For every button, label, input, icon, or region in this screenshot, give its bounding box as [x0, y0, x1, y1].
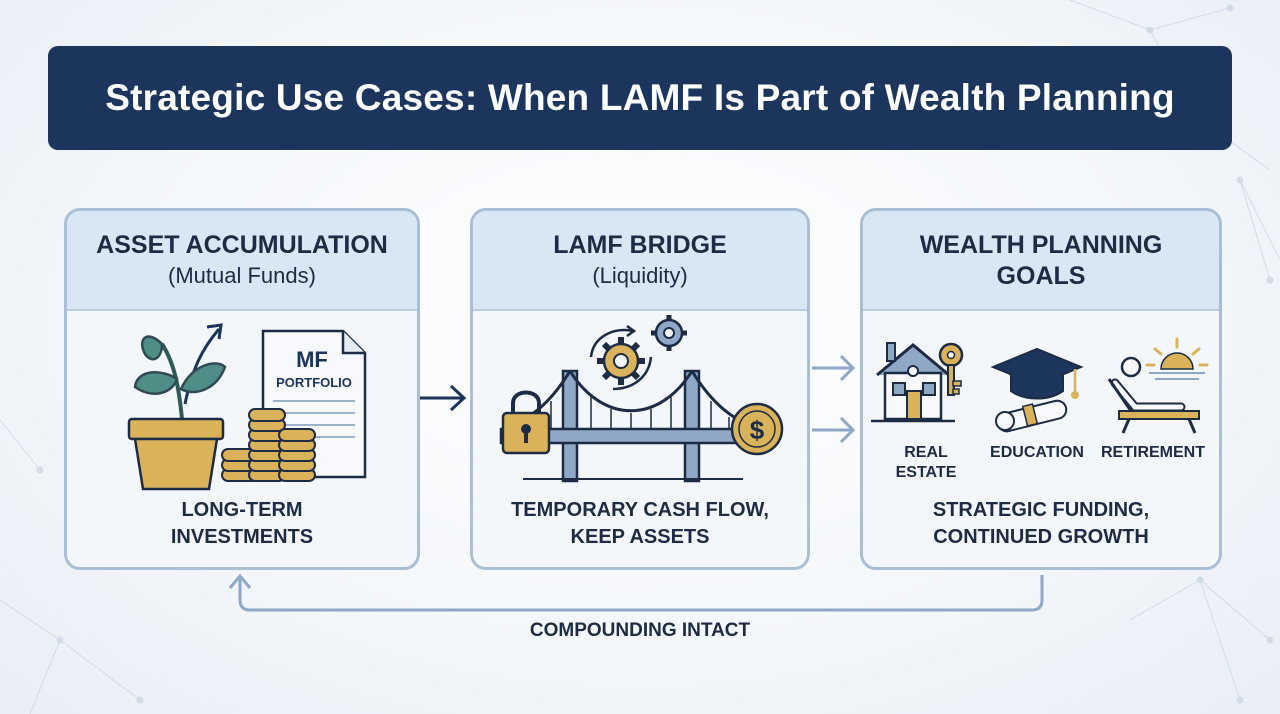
page-title: Strategic Use Cases: When LAMF Is Part o… [105, 77, 1175, 118]
panel-heading-title: WEALTH PLANNING [919, 231, 1163, 259]
panel-footer: STRATEGIC FUNDING, CONTINUED GROWTH [863, 497, 1219, 551]
panel-illustration: MF PORTFOLIO [67, 309, 417, 499]
panel-heading: LAMF BRIDGE (Liquidity) [473, 211, 807, 311]
coin-stack-icon [221, 408, 316, 482]
panel-heading-title: LAMF BRIDGE [553, 231, 727, 259]
panel-heading-subtitle: (Mutual Funds) [168, 263, 316, 288]
house-icon [871, 342, 955, 423]
bridge-icon [499, 369, 765, 483]
panel-illustration: REAL ESTATE EDUCATION RETIREMENT [863, 309, 1219, 499]
coin-symbol: $ [750, 415, 765, 445]
panel-footer: LONG-TERM INVESTMENTS [67, 497, 417, 551]
panel-heading-subtitle: (Liquidity) [592, 263, 688, 288]
goal-label-line1: EDUCATION [990, 444, 1084, 461]
panel-footer-line2: INVESTMENTS [170, 526, 314, 548]
graduation-cap-icon [990, 347, 1084, 400]
panel-heading-subtitle: GOALS [996, 262, 1086, 290]
key-icon [938, 342, 964, 396]
sun-icon [1145, 337, 1209, 380]
goal-label-real-estate: REAL ESTATE [871, 443, 981, 483]
lamf-bridge-panel: LAMF BRIDGE (Liquidity) [470, 208, 810, 570]
goal-label-line2: ESTATE [895, 464, 957, 481]
compounding-label: COMPOUNDING INTACT [529, 620, 751, 641]
plant-pot-icon [127, 335, 227, 491]
panel-heading: WEALTH PLANNING GOALS [863, 211, 1219, 311]
gear-icon [589, 315, 687, 391]
goal-label-line1: RETIREMENT [1101, 444, 1205, 461]
asset-accumulation-panel: ASSET ACCUMULATION (Mutual Funds) [64, 208, 420, 570]
title-banner: Strategic Use Cases: When LAMF Is Part o… [48, 46, 1232, 150]
panel-footer-line1: TEMPORARY CASH FLOW, [511, 499, 769, 521]
wealth-planning-goals-panel: WEALTH PLANNING GOALS [860, 208, 1222, 570]
document-subtitle-text: PORTFOLIO [276, 375, 352, 390]
goal-label-retirement: RETIREMENT [1095, 443, 1211, 463]
panel-heading: ASSET ACCUMULATION (Mutual Funds) [67, 211, 417, 311]
document-title-text: MF [296, 347, 328, 372]
growth-arrow-icon [183, 323, 223, 405]
panel-footer-line2: CONTINUED GROWTH [933, 526, 1149, 548]
goal-label-line1: REAL [904, 444, 948, 461]
panel-footer-line1: STRATEGIC FUNDING, [932, 499, 1150, 521]
panel-footer: TEMPORARY CASH FLOW, KEEP ASSETS [473, 497, 807, 551]
goal-label-education: EDUCATION [981, 443, 1093, 463]
panel-footer-line1: LONG-TERM [181, 499, 303, 521]
panel-illustration: $ [473, 309, 807, 499]
panel-heading-title: ASSET ACCUMULATION [96, 231, 388, 259]
diploma-icon [995, 399, 1068, 433]
padlock-icon [501, 390, 551, 455]
dollar-coin-icon: $ [730, 402, 784, 456]
panel-footer-line2: KEEP ASSETS [570, 526, 710, 548]
lounge-chair-icon [1107, 356, 1200, 434]
